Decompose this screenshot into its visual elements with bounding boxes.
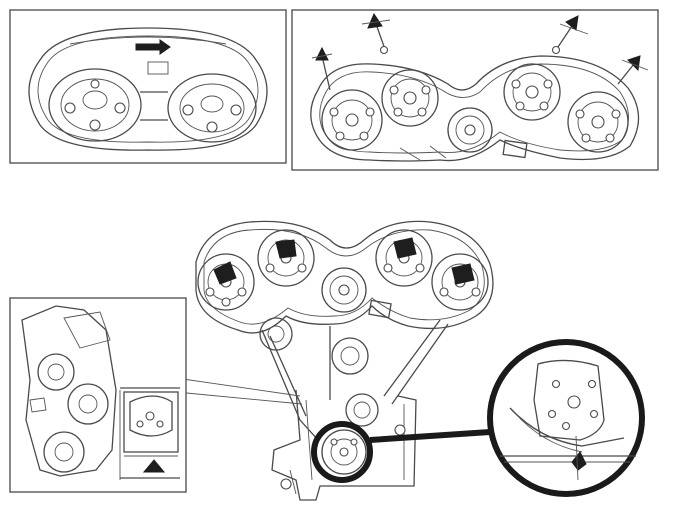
tensioner-pulley: [345, 393, 379, 427]
cover-view-panel: [9, 9, 287, 164]
crank-highlight-ring: [311, 421, 373, 483]
cam-sprocket-1: [321, 89, 383, 151]
idler-pulley-2: [331, 337, 369, 375]
crank-sprocket-main: [321, 429, 367, 475]
main-timing-view: [175, 220, 494, 501]
main-cam-3: [375, 229, 433, 287]
main-cam-4: [431, 253, 489, 311]
tensioner-mark-icon: [142, 459, 166, 473]
tensioner-inset: [9, 297, 187, 493]
idler-pulley-1: [259, 317, 293, 351]
zoom-circle: [487, 339, 645, 497]
main-crank-top: [321, 267, 367, 313]
cam-mark-2-icon: [275, 239, 297, 259]
alignment-arrows: [311, 12, 649, 91]
direction-arrow-icon: [135, 39, 171, 55]
cam-mark-1-icon: [213, 261, 237, 285]
main-cam-1: [197, 253, 255, 311]
cam-sprocket-3: [503, 63, 561, 121]
cover-right-sprocket: [167, 73, 257, 143]
cam-mark-3-icon: [393, 237, 417, 259]
cam-alignment-panel: [291, 9, 659, 171]
main-cam-2: [257, 229, 315, 287]
cam-sprocket-4: [567, 91, 629, 153]
cam-sprocket-2: [381, 69, 439, 127]
cam-mark-4-icon: [451, 263, 475, 285]
crank-sprocket-top: [447, 107, 493, 153]
crank-zoom-inset: [369, 339, 645, 497]
cover-left-sprocket: [48, 68, 142, 142]
crank-timing-mark-icon: [571, 451, 587, 471]
